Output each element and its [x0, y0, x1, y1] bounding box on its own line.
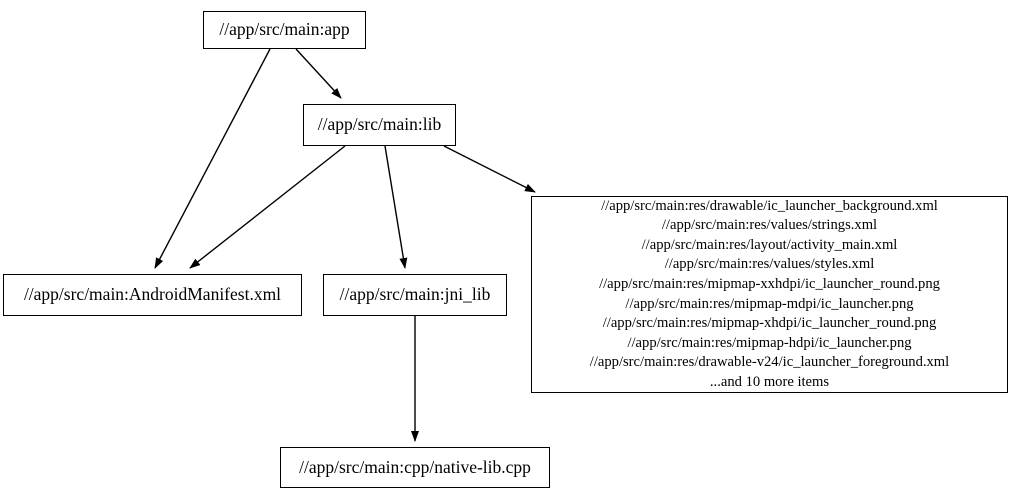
graph-node-app-label: //app/src/main:app [219, 19, 350, 40]
graph-node-native-lib-cpp[interactable]: //app/src/main:cpp/native-lib.cpp [280, 447, 550, 488]
edge-lib-to-res [443, 145, 536, 193]
graph-node-lib-label: //app/src/main:lib [317, 114, 442, 135]
graph-node-android-manifest[interactable]: //app/src/main:AndroidManifest.xml [3, 274, 302, 316]
graph-node-jni-lib-label: //app/src/main:jni_lib [339, 284, 491, 305]
graph-node-native-lib-cpp-label: //app/src/main:cpp/native-lib.cpp [299, 456, 531, 477]
edge-lib-to-jni-lib [384, 145, 408, 269]
edge-app-to-lib [295, 48, 342, 99]
edge-lib-to-manifest [189, 145, 346, 269]
graph-node-android-manifest-label: //app/src/main:AndroidManifest.xml [23, 284, 282, 305]
graph-node-app[interactable]: //app/src/main:app [203, 11, 366, 49]
edge-app-to-manifest [154, 48, 271, 269]
graph-node-jni-lib[interactable]: //app/src/main:jni_lib [323, 274, 507, 316]
graph-node-lib[interactable]: //app/src/main:lib [303, 104, 456, 146]
graph-node-res-group-label: //app/src/main:res/drawable/ic_launcher_… [589, 197, 950, 390]
graph-node-res-group[interactable]: //app/src/main:res/drawable/ic_launcher_… [531, 196, 1008, 393]
